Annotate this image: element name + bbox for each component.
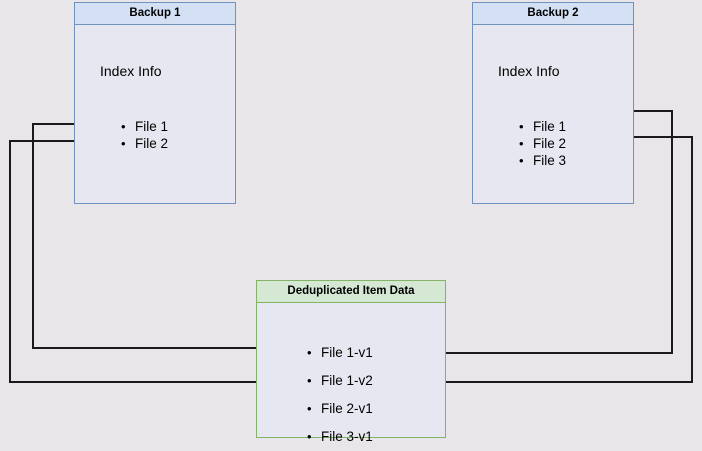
- node-backup-1-index-label: Index Info: [100, 63, 162, 79]
- list-item: File 2: [119, 135, 168, 152]
- list-item: File 2-v1: [305, 395, 373, 423]
- list-item: File 3: [517, 152, 566, 169]
- list-item: File 3-v1: [305, 423, 373, 451]
- list-item: File 1: [119, 118, 168, 135]
- list-item: File 1-v1: [305, 339, 373, 367]
- node-backup-2-file-list: File 1 File 2 File 3: [517, 118, 566, 169]
- node-deduplicated-file-list: File 1-v1 File 1-v2 File 2-v1 File 3-v1: [305, 339, 373, 451]
- list-item: File 2: [517, 135, 566, 152]
- node-deduplicated-item-data-body: File 1-v1 File 1-v2 File 2-v1 File 3-v1: [257, 303, 445, 451]
- list-item: File 1-v2: [305, 367, 373, 395]
- node-backup-2-title: Backup 2: [473, 3, 633, 25]
- node-deduplicated-item-data-title: Deduplicated Item Data: [257, 281, 445, 303]
- node-backup-2-index-label: Index Info: [498, 63, 560, 79]
- node-backup-1-body: Index Info File 1 File 2: [75, 25, 235, 203]
- node-backup-2[interactable]: Backup 2 Index Info File 1 File 2 File 3: [472, 2, 634, 204]
- node-backup-1-title: Backup 1: [75, 3, 235, 25]
- node-backup-1[interactable]: Backup 1 Index Info File 1 File 2: [74, 2, 236, 204]
- node-backup-2-body: Index Info File 1 File 2 File 3: [473, 25, 633, 203]
- node-backup-1-file-list: File 1 File 2: [119, 118, 168, 152]
- list-item: File 1: [517, 118, 566, 135]
- node-deduplicated-item-data[interactable]: Deduplicated Item Data File 1-v1 File 1-…: [256, 280, 446, 451]
